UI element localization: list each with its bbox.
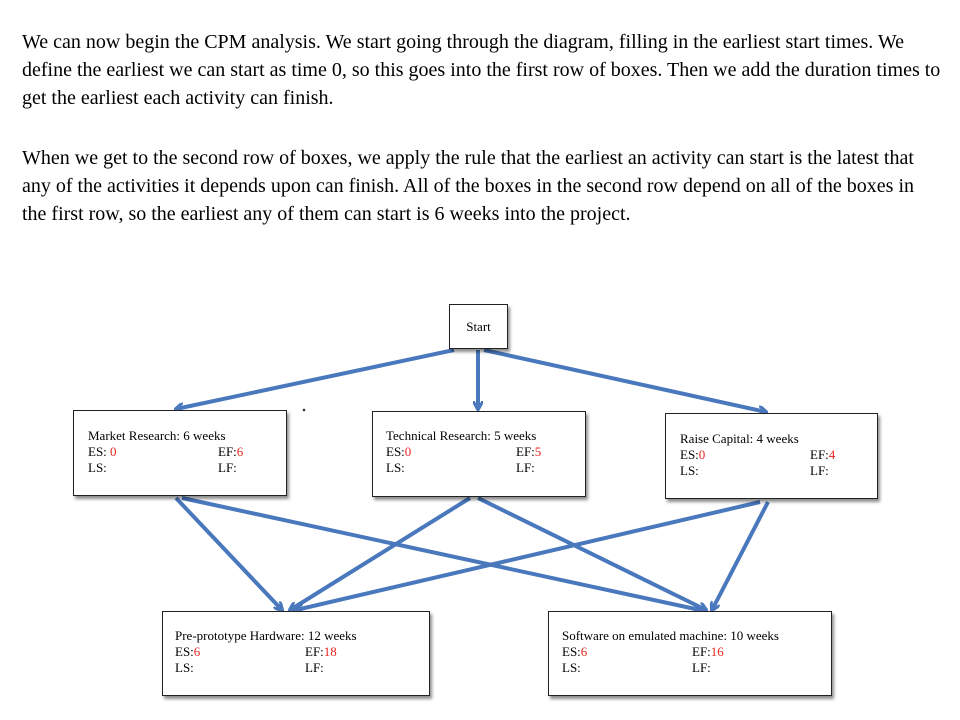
- lf-label: LF:: [692, 660, 711, 675]
- ef-label: EF:: [305, 644, 324, 659]
- stray-dot: [302, 408, 306, 412]
- activity-box-raise-capital: Raise Capital: 4 weeks ES:0 EF:4 LS: LF:: [665, 413, 878, 499]
- ef-label: EF:: [810, 447, 829, 462]
- activity-title: Pre-prototype Hardware: 12 weeks: [175, 628, 357, 643]
- activity-title: Market Research: 6 weeks: [88, 428, 226, 443]
- arrow-technical-to-software: [477, 496, 706, 610]
- ls-label: LS:: [386, 460, 405, 475]
- activity-title: Software on emulated machine: 10 weeks: [562, 628, 779, 643]
- lf-label: LF:: [516, 460, 535, 475]
- activity-box-technical-research: Technical Research: 5 weeks ES:0 EF:5 LS…: [372, 411, 586, 497]
- ef-value: 16: [710, 644, 724, 659]
- start-label: Start: [466, 318, 491, 334]
- arrow-market-to-hardware: [174, 496, 282, 610]
- activity-box-market-research: Market Research: 6 weeks ES: 0 EF:6 LS: …: [73, 410, 287, 496]
- es-value: 6: [580, 644, 588, 659]
- arrow-capital-to-hardware: [296, 500, 761, 610]
- activity-box-software-emulated: Software on emulated machine: 10 weeks E…: [548, 611, 832, 696]
- es-value: 0: [698, 447, 706, 462]
- arrow-capital-to-software: [712, 501, 770, 610]
- es-label: ES:: [680, 447, 699, 462]
- activity-box-pre-prototype-hardware: Pre-prototype Hardware: 12 weeks ES:6 EF…: [162, 611, 430, 696]
- ef-label: EF:: [516, 444, 535, 459]
- lf-label: LF:: [810, 463, 829, 478]
- lf-label: LF:: [305, 660, 324, 675]
- es-value: 0: [404, 444, 412, 459]
- es-label: ES:: [562, 644, 581, 659]
- es-label: ES:: [386, 444, 405, 459]
- intro-paragraph: We can now begin the CPM analysis. We st…: [22, 31, 941, 109]
- start-node: Start: [449, 304, 508, 349]
- lf-label: LF:: [218, 460, 237, 475]
- es-label: ES:: [175, 644, 194, 659]
- ef-value: 6: [236, 444, 244, 459]
- es-value: 6: [193, 644, 201, 659]
- ls-label: LS:: [88, 460, 107, 475]
- ls-label: LS:: [562, 660, 581, 675]
- ef-value: 5: [534, 444, 542, 459]
- arrow-start-to-raise-capital: [483, 348, 766, 412]
- es-label: ES:: [88, 444, 111, 459]
- activity-title: Technical Research: 5 weeks: [386, 428, 537, 443]
- activity-title: Raise Capital: 4 weeks: [680, 431, 799, 446]
- arrow-start-to-market-research: [176, 348, 455, 409]
- rule-paragraph: When we get to the second row of boxes, …: [22, 147, 915, 225]
- ef-label: EF:: [218, 444, 237, 459]
- ef-value: 4: [828, 447, 836, 462]
- arrow-technical-to-hardware: [290, 496, 472, 610]
- es-value: 0: [110, 444, 117, 459]
- arrow-market-to-software: [181, 496, 700, 610]
- ls-label: LS:: [175, 660, 194, 675]
- ef-value: 18: [323, 644, 337, 659]
- ef-label: EF:: [692, 644, 711, 659]
- ls-label: LS:: [680, 463, 699, 478]
